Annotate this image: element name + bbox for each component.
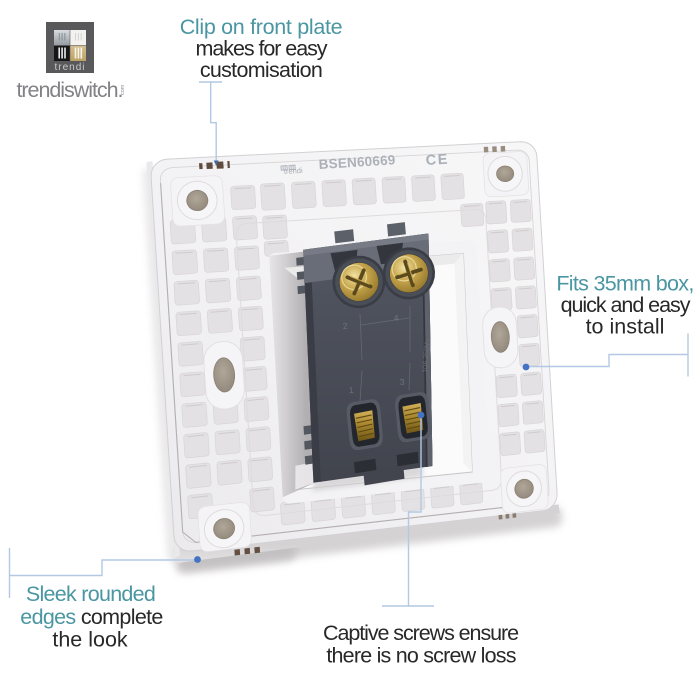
svg-text:Sleek rounded: Sleek rounded xyxy=(26,582,155,606)
svg-text:Clip on front plate: Clip on front plate xyxy=(180,15,343,39)
svg-text:4: 4 xyxy=(393,313,399,323)
svg-text:CE: CE xyxy=(425,152,449,169)
svg-text:3: 3 xyxy=(399,377,405,387)
svg-text:com: com xyxy=(120,84,126,95)
svg-text:trendiswitch.: trendiswitch. xyxy=(17,78,123,102)
svg-text:customisation: customisation xyxy=(200,58,322,82)
svg-text:10A 250V~: 10A 250V~ xyxy=(422,338,431,373)
svg-text:the look: the look xyxy=(52,628,128,652)
svg-text:quick and easy: quick and easy xyxy=(561,293,691,317)
svg-text:Captive screws ensure: Captive screws ensure xyxy=(323,621,518,645)
svg-text:to install: to install xyxy=(586,315,665,339)
svg-text:makes for easy: makes for easy xyxy=(196,37,328,61)
svg-text:trendi: trendi xyxy=(284,166,304,176)
svg-text:1: 1 xyxy=(348,385,354,395)
svg-text:2: 2 xyxy=(342,321,348,331)
svg-text:trendi: trendi xyxy=(54,62,85,73)
svg-text:there is no screw loss: there is no screw loss xyxy=(326,644,515,668)
svg-text:edges complete: edges complete xyxy=(20,605,162,629)
svg-text:BSEN60669: BSEN60669 xyxy=(318,152,396,172)
svg-text:Fits 35mm box,: Fits 35mm box, xyxy=(556,272,693,296)
